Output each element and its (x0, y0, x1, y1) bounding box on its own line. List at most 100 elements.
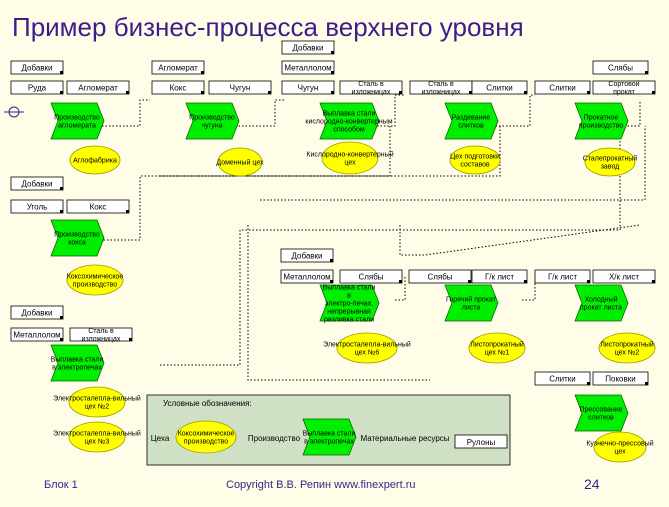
resource-box: Агломерат (151, 60, 205, 75)
resource-box: Руда (10, 80, 64, 95)
shop-ellipse: Доменный цех (216, 147, 264, 177)
connector-line (370, 94, 405, 127)
resource-box-marker (126, 210, 129, 213)
legend-resource-label: Материальные ресурсы (360, 434, 449, 443)
resource-box-frame (471, 80, 528, 95)
resource-box: Кокс (151, 80, 205, 95)
footer-copyright: Copyright В.В. Репин www.finexpert.ru (226, 479, 416, 491)
resource-box-frame (592, 371, 649, 386)
resource-box: Слябы (339, 269, 403, 284)
resource-label: Слитки (549, 84, 576, 93)
resource-box-frame (66, 199, 130, 214)
resource-box: Поковки (592, 371, 649, 386)
resource-box-marker (468, 280, 471, 283)
resource-box-marker (126, 91, 129, 94)
resource-label: Металлолом (284, 64, 331, 73)
shop-ellipse-shape (598, 332, 656, 364)
resource-box-marker (652, 280, 655, 283)
process-chevron (50, 219, 105, 257)
connector-line (260, 126, 646, 201)
resource-label: Х/к лист (609, 273, 639, 282)
resource-box: Добавки (281, 40, 335, 55)
resource-box-frame (10, 60, 64, 75)
connector-line (522, 275, 536, 301)
legend-shop-ellipse (175, 420, 237, 454)
resource-box-frame (10, 80, 64, 95)
resource-box-frame (280, 248, 334, 263)
legend-resource-example-label: Рулоны (467, 438, 496, 447)
legend-resource-example: Рулоны (454, 434, 508, 449)
resource-label: Слитки (549, 375, 576, 384)
shop-label: Аглофабрика (73, 156, 117, 164)
process-chevron (319, 102, 380, 140)
shop-ellipse-shape (321, 141, 379, 175)
resource-box-frame (592, 269, 656, 284)
resource-box-marker (645, 382, 648, 385)
resource-box-frame (66, 80, 130, 95)
resource-box-marker (60, 91, 63, 94)
process-chevron (574, 102, 629, 140)
resource-label: Слитки (486, 84, 513, 93)
resource-label: Добавки (292, 44, 323, 53)
resource-label: Кокс (170, 84, 187, 93)
resource-box: Добавки (280, 248, 334, 263)
page-number: 24 (584, 476, 600, 492)
resource-box-frame (280, 269, 334, 284)
shop-ellipse-shape (449, 145, 501, 175)
connector-line (399, 224, 641, 256)
resource-box: Металлолом (280, 269, 334, 284)
legend-title: Условные обозначения: (163, 399, 252, 408)
resource-box-marker (524, 280, 527, 283)
shop-ellipse-shape (66, 264, 124, 296)
resource-box-marker (129, 338, 132, 341)
shop-ellipse-shape (584, 147, 636, 177)
resource-box-marker (201, 71, 204, 74)
resource-label: Поковки (605, 375, 635, 384)
resource-box-frame (151, 60, 205, 75)
process-chevron (444, 284, 499, 322)
resource-label: Г/к лист (485, 273, 514, 282)
resource-box-marker (331, 91, 334, 94)
resource-label: Агломерат (158, 64, 198, 73)
resource-box: Слябы (408, 269, 472, 284)
legend-process-label: Производство (248, 434, 301, 443)
process-chevron (574, 394, 629, 432)
resource-box: Слябы (592, 60, 649, 75)
resource-box-marker (330, 259, 333, 262)
connector-line (95, 99, 150, 127)
resource-label: Добавки (21, 180, 52, 189)
footer-block-label: Блок 1 (44, 479, 78, 491)
shop-ellipse-shape (68, 386, 126, 418)
resource-box: Слитки (471, 80, 528, 95)
shop-ellipse-shape (468, 332, 526, 364)
process-chevron (50, 102, 105, 140)
resource-box-frame (281, 40, 335, 55)
shop-ellipse-shape (69, 145, 121, 175)
resource-box-marker (201, 91, 204, 94)
process-chevron (574, 284, 629, 322)
